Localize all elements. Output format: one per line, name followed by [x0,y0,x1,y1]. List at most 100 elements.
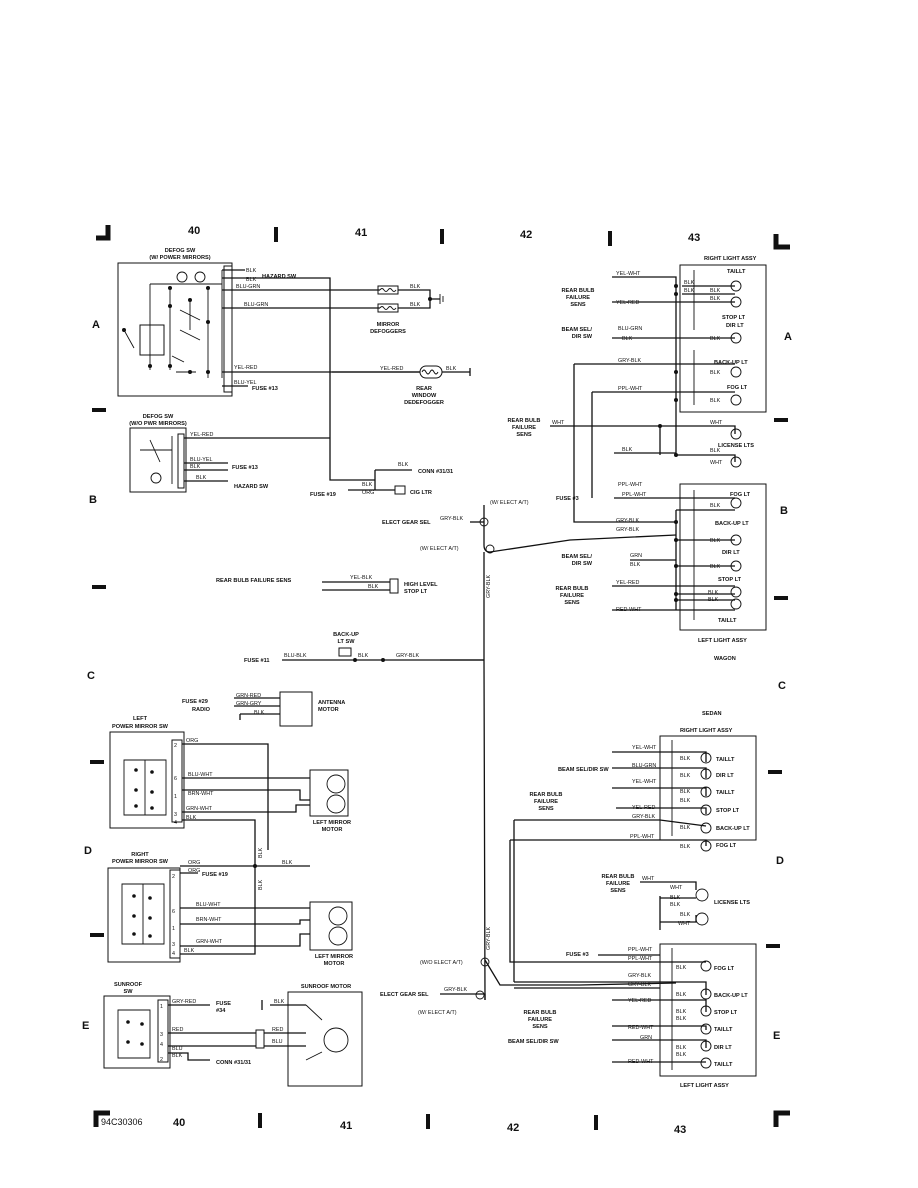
svg-text:LEFT MIRROR: LEFT MIRROR [313,820,351,826]
cigarette-lighter: BLK CONN #31/31 CIG LTR BLK ORG FUSE #19 [310,462,453,498]
elect-gear-sel-lower: (W/O ELECT A/T) ELECT GEAR SEL GRY-BLK (… [380,957,677,1016]
svg-text:LICENSE LTS: LICENSE LTS [718,443,754,449]
svg-text:BLK: BLK [684,280,695,286]
svg-text:YEL-RED: YEL-RED [616,300,639,306]
svg-text:PPL-WHT: PPL-WHT [628,956,653,962]
svg-text:6: 6 [174,776,177,782]
svg-text:SUNROOF: SUNROOF [114,982,143,988]
svg-text:GRY-RED: GRY-RED [172,999,196,1005]
svg-text:BEAM SEL/DIR SW: BEAM SEL/DIR SW [558,767,609,773]
svg-text:PPL-WHT: PPL-WHT [618,386,643,392]
right-light-assy-wagon: RIGHT LIGHT ASSY TAILLT STOP LT DIR LT B… [508,256,767,523]
svg-text:HIGH LEVEL: HIGH LEVEL [404,582,438,588]
svg-text:BLK: BLK [710,296,721,302]
svg-text:LICENSE LTS: LICENSE LTS [714,900,750,906]
row-a-right: A [784,331,792,343]
svg-text:GRY-BLK: GRY-BLK [486,575,492,598]
svg-text:SW: SW [123,989,133,995]
defog-pwr-box [117,262,233,397]
svg-text:BLK: BLK [258,879,264,890]
svg-text:LEFT LIGHT ASSY: LEFT LIGHT ASSY [698,638,747,644]
column-40-top: 40 [188,225,200,237]
figure-id: 94C30306 [101,1117,143,1127]
svg-text:PPL-WHT: PPL-WHT [618,482,643,488]
svg-text:(W/ ELECT A/T): (W/ ELECT A/T) [420,546,459,552]
svg-text:BRN-WHT: BRN-WHT [188,791,214,797]
svg-text:ELECT GEAR SEL: ELECT GEAR SEL [382,520,431,526]
svg-text:BLK: BLK [680,773,691,779]
svg-text:BLK: BLK [172,1053,183,1059]
svg-text:RADIO: RADIO [192,707,211,713]
row-e-right: E [773,1030,780,1042]
backup-light-switch: BACK-UP LT SW FUSE #11 BLU-BLK BLK GRY-B… [244,632,484,664]
svg-text:SENS: SENS [538,806,554,812]
svg-text:RED: RED [272,1027,283,1033]
svg-text:DIR LT: DIR LT [726,323,744,329]
svg-text:BLU-GRN: BLU-GRN [244,302,268,308]
svg-text:FUSE #3: FUSE #3 [566,952,589,958]
svg-text:FOG LT: FOG LT [727,385,748,391]
svg-text:FAILURE: FAILURE [534,799,558,805]
svg-text:GRY-BLK: GRY-BLK [616,518,639,524]
svg-text:PPL-WHT: PPL-WHT [628,947,653,953]
row-b-left: B [89,494,97,506]
svg-text:BLK: BLK [358,653,369,659]
svg-text:RED-WHT: RED-WHT [628,1059,654,1065]
antenna-motor: FUSE #29 RADIO GRN-RED GRN-GRY BLK ANTEN… [182,691,345,727]
svg-text:BLK: BLK [622,447,633,453]
svg-text:BLK: BLK [710,538,721,544]
svg-text:2: 2 [160,1057,163,1063]
svg-text:BLK: BLK [196,475,207,481]
svg-text:BLK: BLK [398,462,409,468]
svg-text:6: 6 [172,909,175,915]
svg-text:RIGHT: RIGHT [131,852,149,858]
svg-text:RIGHT LIGHT ASSY: RIGHT LIGHT ASSY [704,256,757,262]
svg-text:BLK: BLK [676,1045,687,1051]
defog-switch-power-mirrors: DEFOG SW (W/ POWER MIRRORS) BLK BLK HAZA… [117,248,420,481]
svg-text:GRN-WHT: GRN-WHT [196,939,223,945]
svg-text:TAILLT: TAILLT [716,757,735,763]
svg-text:POWER MIRROR SW: POWER MIRROR SW [112,859,169,865]
svg-text:PPL-WHT: PPL-WHT [630,834,655,840]
svg-text:GRY-BLK: GRY-BLK [616,527,639,533]
svg-text:SENS: SENS [532,1024,548,1030]
rear-window-defogger: YEL-RED BLK REAR WINDOW DEDEFOGGER [332,365,471,406]
svg-text:SENS: SENS [570,302,586,308]
svg-text:RED: RED [172,1027,183,1033]
svg-text:WHT: WHT [642,876,655,882]
mirror-defoggers-label: MIRROR [377,322,400,328]
svg-text:GRY-BLK: GRY-BLK [628,982,651,988]
svg-text:BLU-WHT: BLU-WHT [196,902,221,908]
svg-text:BEAM SEL/: BEAM SEL/ [562,554,593,560]
sunroof-switch: SUNROOF SW 1 3 4 2 GRY-RED FUSE #34 RED … [103,982,256,1069]
column-42-bottom: 42 [507,1122,519,1134]
svg-text:REAR BULB: REAR BULB [524,1010,557,1016]
svg-text:BLK: BLK [190,464,201,470]
svg-text:FOG LT: FOG LT [714,966,735,972]
right-power-mirror-switch: RIGHT POWER MIRROR SW 2 6 1 3 4 ORG ORG … [107,847,310,963]
svg-text:RED-WHT: RED-WHT [628,1025,654,1031]
lamp-icon [176,271,188,283]
svg-text:BLK: BLK [282,860,293,866]
svg-text:BLK: BLK [680,825,691,831]
column-40-bottom: 40 [173,1117,185,1129]
svg-text:YEL-RED: YEL-RED [234,365,257,371]
svg-text:RED-WHT: RED-WHT [616,607,642,613]
svg-text:BLK: BLK [680,756,691,762]
svg-text:BLK: BLK [274,999,285,1005]
svg-text:BLK: BLK [246,277,257,283]
defog-switch-no-power-mirrors: DEFOG SW (W/O PWR MIRRORS) YEL-RED BLU-Y… [129,414,330,493]
svg-text:ORG: ORG [188,868,200,874]
row-c-right: C [778,680,786,692]
svg-text:BLK: BLK [670,902,681,908]
column-42-top: 42 [520,229,532,241]
frame-markers [90,225,790,1130]
left-mirror-motor-lower: LEFT MIRROR MOTOR [309,901,353,967]
svg-text:BLU-GRN: BLU-GRN [632,763,656,769]
svg-text:BLK: BLK [710,398,721,404]
svg-text:BLK: BLK [684,288,695,294]
svg-text:SENS: SENS [610,888,626,894]
svg-text:ORG: ORG [188,860,200,866]
svg-text:BLU-WHT: BLU-WHT [188,772,213,778]
